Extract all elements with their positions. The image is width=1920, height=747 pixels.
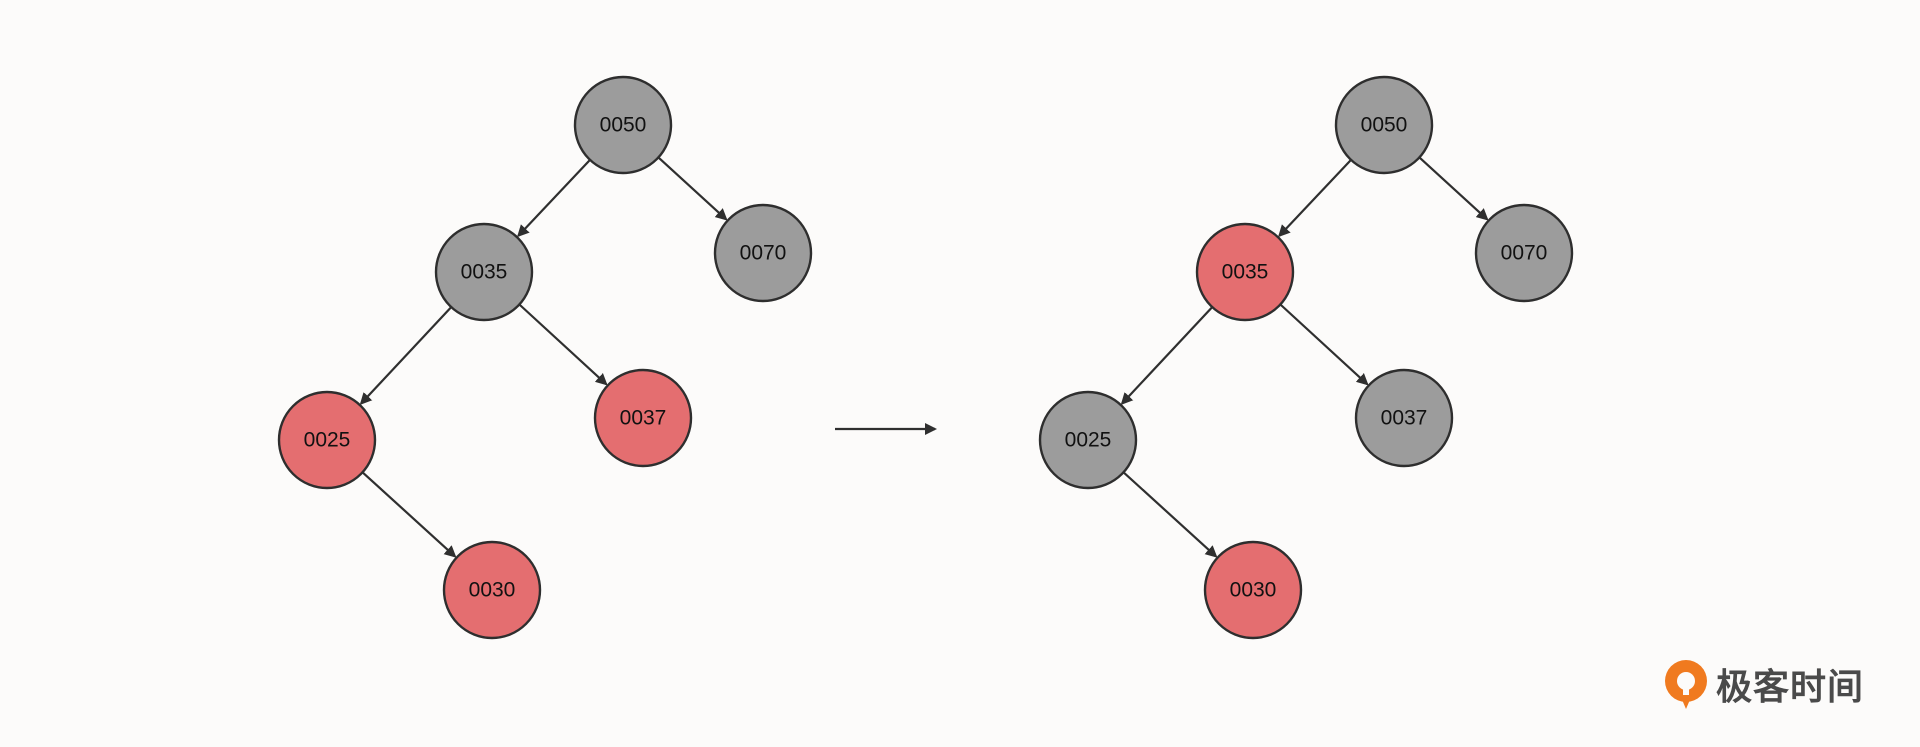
edge-n50-n70 xyxy=(1418,156,1489,221)
geektime-logo-icon xyxy=(1664,660,1707,709)
node-circle-black xyxy=(1354,368,1454,468)
tree-node: 0070 xyxy=(713,203,813,303)
node-circle-red xyxy=(593,368,693,468)
node-label: 0050 xyxy=(600,114,647,137)
watermark-text: 极客时间 xyxy=(1715,667,1864,708)
tree-node: 0050 xyxy=(573,75,673,175)
tree-node: 0050 xyxy=(1334,75,1434,175)
node-circle-black xyxy=(573,75,673,175)
node-label: 0035 xyxy=(461,261,508,284)
node-label: 0037 xyxy=(620,407,667,430)
tree-node: 0035 xyxy=(1195,222,1295,322)
tree-before: 0050 0035 0070 0025 0037 0030 xyxy=(277,75,813,640)
tree-node: 0030 xyxy=(1203,540,1303,640)
node-circle-black xyxy=(1334,75,1434,175)
node-circle-black xyxy=(713,203,813,303)
tree-node: 0030 xyxy=(442,540,542,640)
tree-node: 0025 xyxy=(1038,390,1138,490)
node-label: 0070 xyxy=(1501,242,1548,265)
edge-n50-n70 xyxy=(657,156,728,221)
edge-n35-n37 xyxy=(1279,303,1369,386)
node-circle-red xyxy=(277,390,377,490)
node-label: 0050 xyxy=(1361,114,1408,137)
edge-n50-n35 xyxy=(517,159,591,238)
tree-node: 0025 xyxy=(277,390,377,490)
tree-node: 0037 xyxy=(1354,368,1454,468)
node-circle-black xyxy=(1474,203,1574,303)
node-circle-black xyxy=(434,222,534,322)
edge-n35-n37 xyxy=(518,303,608,386)
node-circle-red xyxy=(1203,540,1303,640)
tree-node: 0037 xyxy=(593,368,693,468)
node-label: 0025 xyxy=(304,429,351,452)
watermark: 极客时间 xyxy=(1662,657,1864,711)
edge-n50-n35 xyxy=(1278,159,1352,238)
node-label: 0030 xyxy=(1230,579,1277,602)
edge-n25-n30 xyxy=(1122,471,1218,558)
edge-n35-n25 xyxy=(1120,306,1214,405)
node-label: 0035 xyxy=(1222,261,1269,284)
node-circle-red xyxy=(1195,222,1295,322)
node-label: 0025 xyxy=(1065,429,1112,452)
edge-n25-n30 xyxy=(361,471,457,558)
node-circle-black xyxy=(1038,390,1138,490)
node-label: 0070 xyxy=(740,242,787,265)
tree-after: 0050 0035 0070 0025 0037 0030 xyxy=(1038,75,1574,640)
node-label: 0030 xyxy=(469,579,516,602)
node-circle-red xyxy=(442,540,542,640)
tree-node: 0035 xyxy=(434,222,534,322)
node-label: 0037 xyxy=(1381,407,1428,430)
tree-node: 0070 xyxy=(1474,203,1574,303)
edge-n35-n25 xyxy=(359,306,453,405)
